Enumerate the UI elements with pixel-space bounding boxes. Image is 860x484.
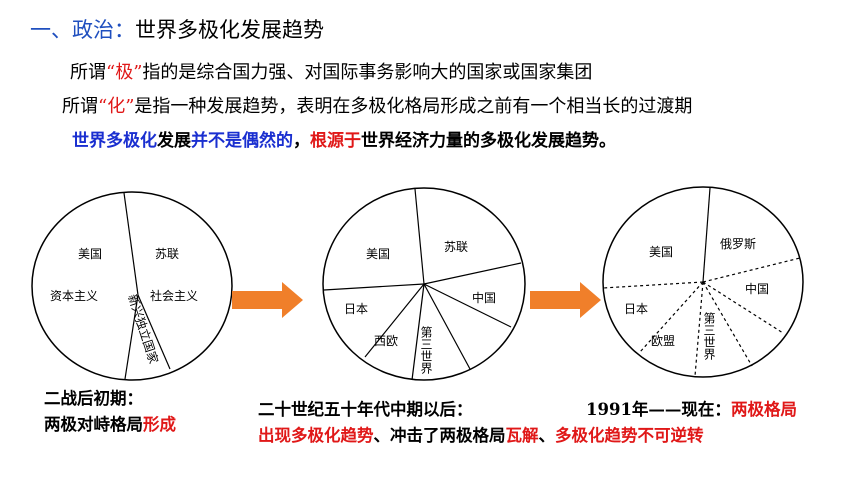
key-statement-f: 世界经济力量的多极化发展趋势。	[361, 131, 616, 151]
definition-pole-pre: 所谓	[70, 62, 106, 83]
divider-line	[423, 262, 522, 285]
label-ussr: 苏联	[155, 247, 179, 261]
caption-postwar-red: 形成	[143, 415, 176, 434]
definition-trend-text: 是指一种发展趋势，表明在多极化格局形成之前有一个相当长的过渡期	[134, 96, 693, 117]
divider-line	[364, 283, 425, 358]
label-china: 中国	[472, 290, 496, 305]
caption-postwar-text: 两极对峙格局	[44, 415, 143, 434]
key-statement-a: 世界多极化	[72, 131, 157, 151]
key-statement-e: 根源于	[310, 131, 361, 151]
caption-multipolar-trend: 出现多极化趋势	[258, 426, 374, 445]
divider-line	[423, 283, 512, 328]
label-ussr: 苏联	[444, 240, 468, 254]
caption-irreversible: 多极化趋势不可逆转	[555, 426, 704, 445]
label-socialism: 社会主义	[150, 288, 198, 303]
diagram-multipolar-emerging: 美国 苏联 日本 中国 西欧 第三世界	[322, 187, 526, 381]
key-statement: 世界多极化发展并不是偶然的，根源于世界经济力量的多极化发展趋势。	[72, 126, 616, 151]
divider-line	[411, 283, 425, 381]
divider-line	[702, 281, 784, 334]
caption-impact-bipolar: 、冲击了两极格局	[373, 426, 506, 445]
label-usa: 美国	[366, 247, 390, 261]
label-usa: 美国	[649, 245, 673, 259]
caption-1950s-line1: 二十世纪五十年代中期以后：	[258, 400, 473, 419]
label-western-europe: 西欧	[374, 334, 398, 348]
divider-line	[702, 257, 801, 283]
divider-line	[124, 294, 139, 380]
diagram-multipolar-current: 美国 俄罗斯 日本 中国 欧盟 第三世界	[602, 186, 804, 378]
caption-postwar-line1: 二战后初期：	[44, 389, 143, 408]
key-statement-c: 并不是偶然的	[191, 131, 293, 151]
divider-line	[423, 283, 471, 370]
caption-1991-red: 两极格局	[730, 400, 797, 419]
label-russia: 俄罗斯	[720, 237, 756, 251]
definition-trend: 所谓“化”是指一种发展趋势，表明在多极化格局形成之前有一个相当长的过渡期	[62, 92, 692, 118]
divider-line	[702, 281, 753, 367]
title-text: 世界多极化发展趋势	[135, 18, 324, 42]
pie-circle	[31, 191, 233, 381]
caption-1991-line1: 1991年——现在：两极格局	[586, 396, 797, 420]
label-china: 中国	[745, 281, 769, 296]
right-arrow-icon	[530, 282, 601, 318]
label-third-world: 第三世界	[702, 312, 716, 361]
caption-postwar-line2: 两极对峙格局形成	[44, 411, 176, 435]
definition-pole-text: 指的是综合国力强、对国际事务影响大的国家或国家集团	[142, 62, 593, 83]
divider-line	[602, 281, 704, 289]
divider-line	[123, 192, 139, 296]
divider-line	[414, 188, 425, 285]
caption-collapse: 瓦解	[505, 426, 539, 445]
label-usa: 美国	[78, 247, 102, 261]
divider-line	[694, 281, 704, 377]
title-section-number: 一、政治：	[30, 18, 135, 42]
caption-separator: 、	[538, 426, 556, 445]
label-eu: 欧盟	[651, 334, 675, 348]
divider-line	[702, 187, 711, 283]
caption-bottom-line: 出现多极化趋势、冲击了两极格局瓦解、多极化趋势不可逆转	[258, 422, 704, 446]
label-capitalism: 资本主义	[50, 289, 98, 303]
key-statement-b: 发展	[157, 131, 191, 151]
diagram-bipolar: 美国 苏联 资本主义 社会主义 新兴独立国家	[31, 191, 233, 381]
divider-line	[137, 294, 171, 370]
right-arrow-icon	[232, 282, 303, 318]
caption-1991-text: 1991年——现在：	[586, 400, 731, 419]
key-statement-d: ，	[293, 131, 310, 151]
definition-trend-term: “化”	[98, 96, 135, 117]
label-japan: 日本	[344, 302, 368, 316]
label-third-world: 第三世界	[419, 326, 433, 375]
page-title: 一、政治：世界多极化发展趋势	[30, 14, 324, 44]
divider-line	[323, 283, 425, 291]
definition-pole: 所谓“极”指的是综合国力强、对国际事务影响大的国家或国家集团	[70, 58, 592, 84]
label-japan: 日本	[624, 302, 648, 316]
divider-line	[639, 281, 704, 353]
definition-trend-pre: 所谓	[62, 96, 98, 117]
definition-pole-term: “极”	[106, 62, 143, 83]
